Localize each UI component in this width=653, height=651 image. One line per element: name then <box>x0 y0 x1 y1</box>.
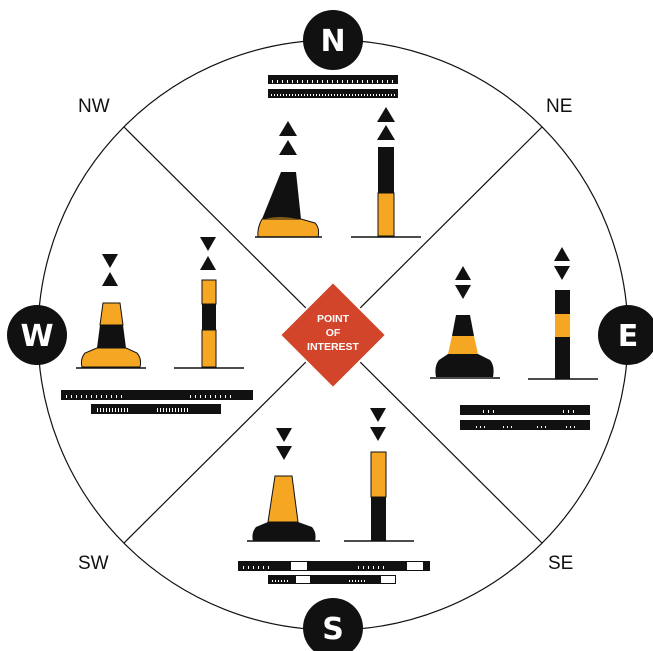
label-nw: NW <box>78 96 110 117</box>
north-mark-group <box>255 75 421 238</box>
west-light-rhythm <box>61 390 253 414</box>
east-spar <box>528 247 598 380</box>
label-se: SE <box>548 553 573 574</box>
cardinal-w-badge: W <box>7 305 67 365</box>
west-mark-group <box>61 237 253 414</box>
east-light-rhythm <box>460 405 590 430</box>
svg-text:W: W <box>20 319 53 354</box>
west-spar <box>174 237 244 369</box>
north-spar <box>351 107 421 238</box>
label-ne: NE <box>546 96 572 117</box>
east-mark-group <box>430 247 598 430</box>
svg-text:S: S <box>322 612 344 647</box>
east-buoy <box>430 266 500 379</box>
north-light-rhythm <box>268 75 398 98</box>
cardinal-n-badge: N <box>303 10 363 70</box>
south-buoy <box>247 428 320 542</box>
svg-text:N: N <box>320 24 345 59</box>
svg-text:OF: OF <box>326 327 341 339</box>
south-spar <box>344 408 414 542</box>
north-buoy <box>255 121 322 238</box>
svg-text:E: E <box>618 319 639 354</box>
cardinal-s-badge: S <box>303 598 363 651</box>
label-sw: SW <box>78 553 109 574</box>
point-of-interest: POINT OF INTEREST <box>278 280 388 390</box>
svg-text:POINT: POINT <box>317 313 350 325</box>
south-mark-group <box>238 408 430 584</box>
cardinal-e-badge: E <box>598 305 653 365</box>
svg-text:INTEREST: INTEREST <box>307 341 360 353</box>
west-buoy <box>76 254 146 369</box>
south-light-rhythm <box>238 561 430 584</box>
